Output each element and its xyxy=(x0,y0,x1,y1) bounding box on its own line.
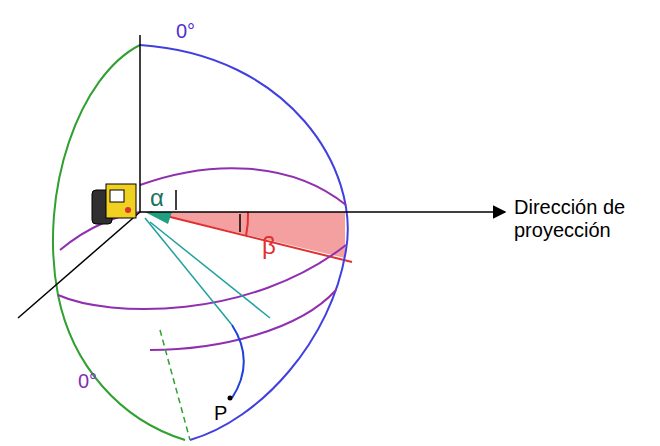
point-dot xyxy=(228,396,233,401)
depth-axis xyxy=(18,212,140,318)
point-label: P xyxy=(214,402,227,425)
angle-tick xyxy=(175,190,177,210)
direction-label: Dirección de proyección xyxy=(514,196,654,242)
projection-axis xyxy=(140,211,505,213)
camera-icon xyxy=(92,184,136,224)
parallel-arc xyxy=(140,168,346,205)
dashed-line xyxy=(160,330,190,440)
beta-ray xyxy=(150,212,352,262)
angle-zero-label: 0° xyxy=(176,20,195,43)
equator-arc xyxy=(58,245,346,309)
angle-zero-label: 0° xyxy=(78,370,97,393)
direction-line xyxy=(150,222,270,318)
alpha-label: α xyxy=(150,184,164,212)
vertical-axis xyxy=(139,35,141,212)
direction-line xyxy=(145,218,232,325)
angle-tick xyxy=(239,214,241,232)
beta-arc xyxy=(246,212,248,236)
beta-label: β xyxy=(262,232,276,260)
parallel-arc xyxy=(150,290,336,350)
point-arc xyxy=(232,325,244,398)
outer-arc xyxy=(140,45,348,440)
